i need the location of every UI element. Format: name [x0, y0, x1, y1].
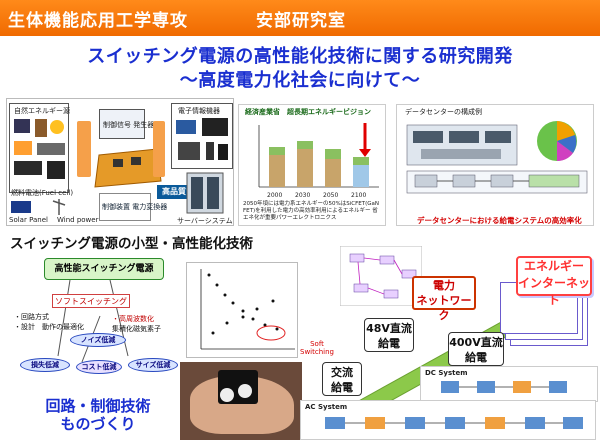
natural-energy-box: 自然エネルギー源 — [9, 103, 70, 193]
energy-internet-box: エネルギー インターネット — [516, 256, 592, 307]
vision-chart: 2000 2030 2050 2100 — [258, 123, 379, 199]
energy-vision-panel: 経済産業省 超長期エネルギービジョン 2000 2030 2050 2100 2… — [238, 104, 386, 226]
dc400-label: 400V直流 給電 — [448, 332, 504, 366]
year-2050: 2050 — [323, 192, 338, 199]
year-2100: 2100 — [351, 192, 366, 199]
year-2030: 2030 — [295, 192, 310, 199]
cost-ellipse: コスト低減 — [76, 360, 122, 374]
power-arrow-left — [77, 121, 91, 177]
dc-system-diagram: DC System — [420, 366, 598, 402]
ac-system-blocks — [325, 417, 583, 429]
datacenter-panel: データセンターの構成例 データセンターにおける給電システムの高効率化 — [396, 104, 594, 226]
solar-wind-icons — [11, 199, 66, 215]
department-name: 生体機能応用工学専攻 — [8, 11, 188, 31]
efficiency-plot-panel — [186, 262, 298, 358]
dc-system-label: DC System — [425, 369, 468, 377]
electronics-box: 電子情報機器 — [171, 103, 233, 169]
lab-name: 安部研究室 — [256, 11, 346, 31]
energy-icons — [14, 119, 65, 179]
wind-label: Wind power — [57, 216, 99, 224]
energy-internet-stack — [500, 268, 590, 348]
noise-ellipse: ノイズ低減 — [70, 333, 126, 347]
photo-cap-2 — [238, 384, 252, 398]
year-2000: 2000 — [267, 192, 282, 199]
miniaturization-title: スイッチング電源の小型・高性能化技術 — [10, 236, 253, 252]
datacenter-title: データセンターの構成例 — [405, 108, 482, 116]
high-freq-points: ・高周波数化 集積化磁気素子 — [112, 315, 161, 333]
ac-system-label: AC System — [305, 403, 348, 411]
ac-system-diagram: AC System — [300, 400, 596, 440]
header-bar: 生体機能応用工学専攻 安部研究室 — [0, 0, 600, 36]
size-ellipse: サイズ低減 — [128, 358, 178, 372]
server-icon — [186, 172, 224, 214]
ac-label: 交流 給電 — [322, 362, 362, 396]
device-photo — [180, 362, 302, 440]
network-diagram — [340, 246, 422, 306]
vision-note: 2050年頃には電力系エネルギーの50%はSiCFET(GaN FET)を利用し… — [243, 201, 379, 221]
fuel-cell-label: 燃料電池(Fuel cell) — [11, 189, 74, 197]
vision-title: 経済産業省 超長期エネルギービジョン — [245, 108, 371, 116]
dc-system-blocks — [441, 381, 567, 393]
soft-switching-box: ソフトスイッチング — [52, 294, 130, 308]
sub-title: ～高度電力化社会に向けて～ — [179, 70, 421, 91]
loss-ellipse: 損失低減 — [20, 358, 70, 372]
control-tech-label: 回路・制御技術 ものづくり — [45, 397, 151, 433]
control-device-box: 制御装置 電力変換器 — [99, 193, 167, 221]
photo-cap-1 — [220, 388, 234, 402]
server-label: サーバーシステム — [177, 217, 233, 225]
device-icons — [176, 118, 228, 160]
power-network-box: 電力 ネットワーク — [412, 276, 476, 322]
datacenter-caption: データセンターにおける給電システムの高効率化 — [417, 216, 582, 225]
converter-board — [94, 148, 162, 188]
main-title: スイッチング電源の高性能化技術に関する研究開発 — [87, 46, 513, 67]
circuit-points: ・回路方式 ・設計 動作の最適化 — [14, 313, 84, 331]
datacenter-diagram — [406, 121, 588, 194]
power-arrow-right — [153, 121, 165, 177]
hp-switching-cloud: 高性能スイッチング電源 — [44, 258, 164, 280]
control-signal-box: 制御信号 発生器 — [99, 109, 154, 139]
natural-energy-label: 自然エネルギー源 — [14, 107, 70, 115]
dc48-label: 48V直流 給電 — [364, 318, 414, 352]
solar-label: Solar Panel — [9, 216, 48, 224]
system-diagram-panel: 自然エネルギー源 燃料電池(Fuel cell) Solar Panel Win… — [6, 98, 234, 226]
soft-switching-note: Soft Switching — [300, 340, 334, 356]
efficiency-plot — [200, 269, 295, 350]
